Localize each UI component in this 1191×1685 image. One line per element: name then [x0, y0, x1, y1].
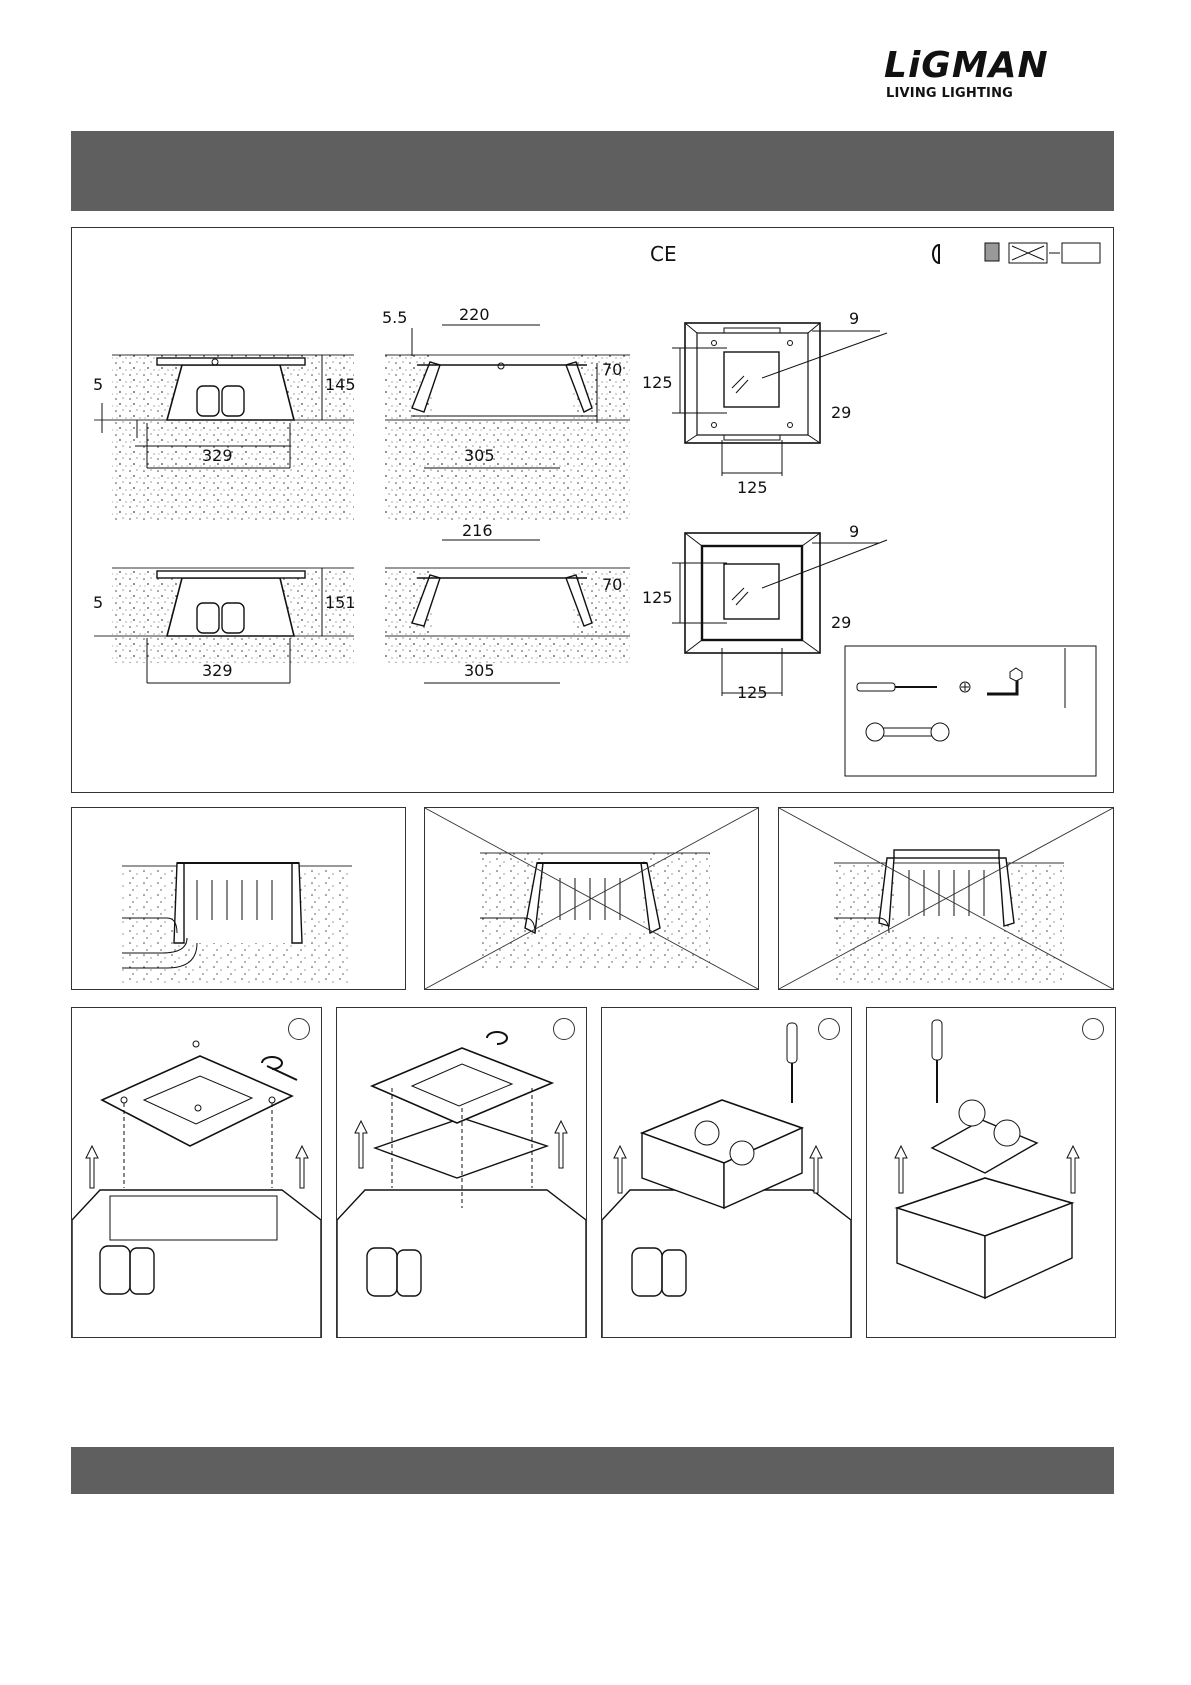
ce-mark: CE: [650, 242, 677, 266]
glass-ok-icon: [1062, 243, 1100, 263]
dim-r2-plan-bottom: 125: [737, 683, 768, 702]
dim-r2-left-depth: 5: [93, 593, 103, 612]
phillips-icon: [960, 682, 970, 692]
step-drawing-3: [602, 1008, 851, 1337]
class-symbol-icon: [933, 245, 939, 263]
install-drawing-correct: [72, 808, 405, 989]
dim-r1-plan-left: 125: [642, 373, 673, 392]
dim-r1-plan-top: 9: [849, 309, 859, 328]
dim-r2-plan-top: 9: [849, 522, 859, 541]
section-view-r2-mid: 216 70 305: [385, 521, 630, 683]
header-band: [71, 131, 1114, 211]
brand-name: LiGMAN: [884, 46, 1049, 86]
technical-drawing-panel: 5 145 329 5.5 220 70 305: [71, 227, 1114, 793]
footer-band: [71, 1447, 1114, 1494]
install-drawing-wrong-1: [425, 808, 758, 989]
dim-r1-mid-bottom-width: 305: [464, 446, 495, 465]
step-drawing-2: [337, 1008, 586, 1337]
surface-symbol-icon: [985, 243, 999, 261]
step-panel-1: [71, 1007, 322, 1338]
dim-r2-mid-top-width: 216: [462, 521, 493, 540]
dim-r2-mid-bottom-width: 305: [464, 661, 495, 680]
step-drawing-1: [72, 1008, 321, 1337]
install-drawing-wrong-2: [779, 808, 1113, 989]
plan-view-r1: 9 125 29 125: [642, 309, 887, 497]
step-number-circle: [288, 1018, 310, 1040]
dim-r1-left-height: 145: [325, 375, 356, 394]
step-number-circle: [1082, 1018, 1104, 1040]
dim-r2-plan-right: 29: [831, 613, 851, 632]
step-drawing-4: [867, 1008, 1115, 1337]
step-panel-4: [866, 1007, 1116, 1338]
step-panel-2: [336, 1007, 587, 1338]
install-panel-wrong-2: [778, 807, 1114, 990]
dim-r1-left-depth: 5: [93, 375, 103, 394]
install-panel-wrong-1: [424, 807, 759, 990]
dim-r2-left-height: 151: [325, 593, 356, 612]
dim-r1-left-width: 329: [202, 446, 233, 465]
section-view-r1-mid: 5.5 220 70 305: [382, 305, 630, 523]
step-number-circle: [553, 1018, 575, 1040]
install-panel-correct: [71, 807, 406, 990]
dim-r1-mid-top-offset: 5.5: [382, 308, 407, 327]
dim-r1-plan-right: 29: [831, 403, 851, 422]
brand-logo: LiGMAN LIVING LIGHTING: [884, 46, 1116, 106]
dim-r1-plan-bottom: 125: [737, 478, 768, 497]
dim-r2-plan-left: 125: [642, 588, 673, 607]
dim-r2-left-width: 329: [202, 661, 233, 680]
step-panel-3: [601, 1007, 852, 1338]
section-view-r2-left: 5 151 329: [93, 568, 356, 683]
tools-box: [845, 646, 1096, 776]
step-number-circle: [818, 1018, 840, 1040]
dim-r1-mid-side: 70: [602, 360, 622, 379]
brand-tagline: LIVING LIGHTING: [886, 86, 1013, 101]
section-view-r1-left: 5 145 329: [93, 355, 356, 523]
dim-r2-mid-side: 70: [602, 575, 622, 594]
dim-r1-mid-top-width: 220: [459, 305, 490, 324]
dimension-drawings: 5 145 329 5.5 220 70 305: [72, 228, 1115, 794]
